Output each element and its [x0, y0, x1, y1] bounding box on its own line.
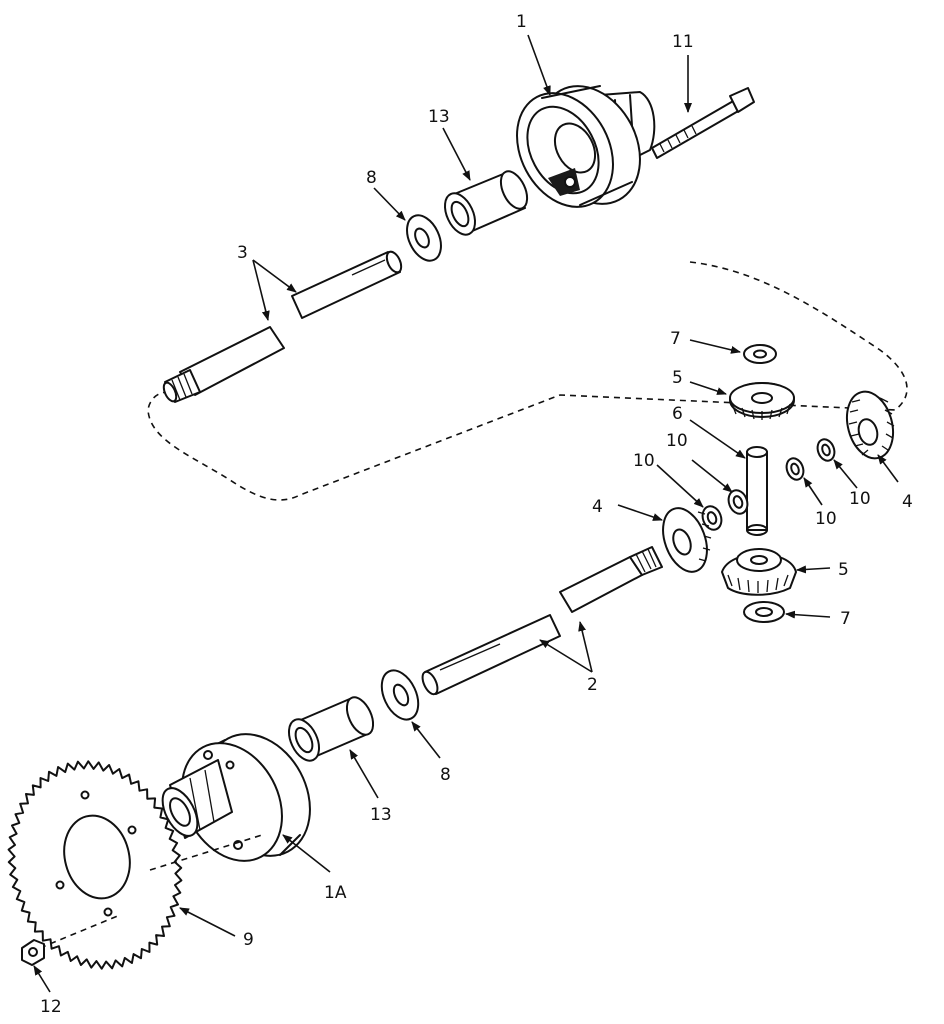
- part-9-sprocket: [7, 760, 183, 970]
- part-3-axle-upper: [162, 250, 403, 403]
- callout-5-top: 5: [672, 368, 683, 388]
- callout-13-lower: 13: [370, 805, 392, 825]
- callout-labels: 1 1A 2 3 4 4 5 5 6 7 7 8 8 9 10 10 10 10…: [40, 12, 913, 1017]
- part-7-washer-top: [743, 344, 777, 364]
- part-4-gear-right: [845, 390, 895, 460]
- part-10-washer-b: [727, 489, 749, 515]
- part-10-washer-c: [785, 457, 805, 481]
- dashed-group-outline: [147, 261, 908, 501]
- part-10-washer-a: [701, 505, 723, 531]
- part-2-axle-lower: [421, 546, 663, 696]
- callout-7-top: 7: [670, 329, 681, 349]
- callout-10-b: 10: [666, 431, 688, 451]
- callout-10-c: 10: [815, 509, 837, 529]
- callout-5-bottom: 5: [838, 560, 849, 580]
- callout-1: 1: [516, 12, 527, 32]
- part-6-pin: [746, 446, 768, 536]
- part-12-nut: [21, 939, 45, 966]
- part-5-gear-top: [729, 382, 795, 420]
- callout-7-bottom: 7: [840, 609, 851, 629]
- part-13-bushing-lower: [287, 696, 375, 762]
- part-13-bushing-upper: [443, 170, 529, 236]
- callout-4-right: 4: [902, 492, 913, 512]
- part-1a-hub-lower: [161, 733, 311, 862]
- part-11-bolt: [651, 87, 755, 159]
- callout-9: 9: [243, 930, 254, 950]
- callout-11: 11: [672, 32, 694, 52]
- part-5-gear-bottom: [721, 548, 797, 596]
- callout-2: 2: [587, 675, 598, 695]
- part-8-washer-upper: [406, 214, 442, 262]
- leader-arrows: [33, 34, 899, 993]
- part-7-washer-bottom: [743, 601, 785, 623]
- callout-3: 3: [237, 243, 248, 263]
- part-8-washer-lower: [380, 669, 420, 721]
- callout-10-a: 10: [633, 451, 655, 471]
- callout-8-upper: 8: [366, 168, 377, 188]
- part-10-washer-d: [816, 438, 836, 462]
- callout-1a: 1A: [324, 883, 347, 903]
- part-1-hub-housing: [516, 85, 656, 208]
- dashed-alignment-line: [39, 834, 263, 949]
- callout-4-left: 4: [592, 497, 603, 517]
- callout-8-lower: 8: [440, 765, 451, 785]
- callout-6: 6: [672, 404, 683, 424]
- callout-10-d: 10: [849, 489, 871, 509]
- callout-12: 12: [40, 997, 62, 1017]
- part-4-gear-left: [662, 507, 712, 573]
- callout-13-upper: 13: [428, 107, 450, 127]
